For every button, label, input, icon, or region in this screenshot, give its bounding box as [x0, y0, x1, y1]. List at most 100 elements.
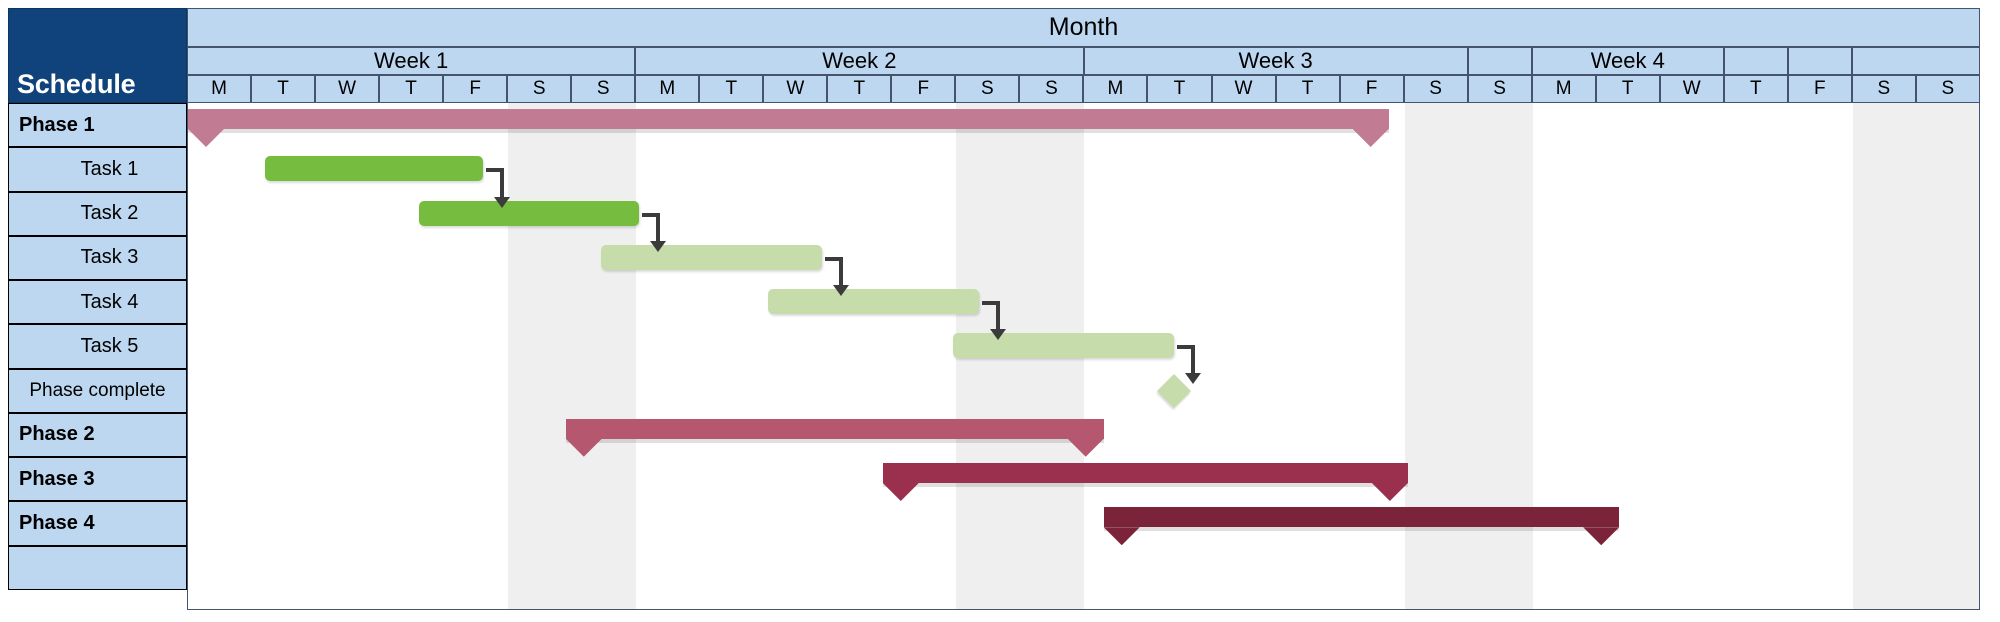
week-header-spacer [1467, 47, 1532, 75]
day-header-cell: T [1723, 75, 1788, 103]
day-header-cell: W [315, 75, 380, 103]
summary-bar-phase-4[interactable] [1103, 507, 1620, 546]
dependency-arrow-horizontal [1177, 345, 1196, 350]
summary-bar-cap-l [1103, 527, 1140, 546]
summary-bar-phase-3[interactable] [882, 463, 1408, 501]
row-label-phase-1: Phase 1 [8, 103, 187, 148]
dependency-arrow-horizontal [981, 301, 1000, 305]
day-header-cell: S [507, 75, 572, 103]
day-header-cell: M [187, 75, 252, 103]
month-header: Month [187, 8, 1980, 47]
weekend-column-shade [1852, 103, 1917, 609]
dependency-arrow-head-icon [832, 285, 849, 296]
day-header-cell: S [1467, 75, 1532, 103]
weekend-column-shade [1916, 103, 1979, 609]
row-label-task-3: Task 3 [8, 235, 187, 280]
dependency-arrow-vertical [995, 301, 1000, 332]
day-header-cell: W [1659, 75, 1724, 103]
day-header-cell: F [1787, 75, 1852, 103]
gantt-row [188, 457, 1979, 501]
day-header-cell: T [827, 75, 892, 103]
day-header-cell: M [1083, 75, 1148, 103]
summary-bar-body [565, 418, 1104, 443]
task-bar-task-1[interactable] [264, 156, 483, 182]
gantt-row [188, 280, 1979, 324]
week-header-spacer [1723, 47, 1788, 75]
week-header-5: Week 4 [1531, 47, 1724, 75]
gantt-row [188, 324, 1979, 368]
day-header-cell: T [1595, 75, 1660, 103]
summary-bar-phase-1[interactable] [188, 109, 1389, 147]
row-label-task-1: Task 1 [8, 147, 187, 192]
week-header-2: Week 2 [635, 47, 1084, 75]
weekend-column-shade [508, 103, 573, 609]
summary-bar-cap-r [1583, 527, 1620, 546]
day-header-cell: T [379, 75, 444, 103]
dependency-arrow-vertical [838, 256, 843, 287]
week-header-3: Week 3 [1083, 47, 1468, 75]
summary-bar-cap-l [882, 483, 919, 501]
summary-bar-body [188, 109, 1389, 133]
row-label-task-2: Task 2 [8, 191, 187, 236]
row-label-phase-3: Phase 3 [8, 457, 187, 502]
row-label-task-4: Task 4 [8, 280, 187, 325]
day-header-cell: W [763, 75, 828, 103]
task-bar-task-4[interactable] [767, 289, 979, 314]
task-bar-task-2[interactable] [418, 200, 640, 226]
row-label-phase-4: Phase 4 [8, 501, 187, 546]
summary-bar-cap-r [1352, 129, 1389, 147]
gantt-row [188, 369, 1979, 413]
dependency-arrow-vertical [1191, 345, 1196, 375]
summary-bar-cap-r [1371, 483, 1408, 501]
day-header-cell: W [1211, 75, 1276, 103]
day-header-cell: F [443, 75, 508, 103]
day-header-cell: M [635, 75, 700, 103]
day-header-cell: S [571, 75, 636, 103]
summary-bar-cap-l [565, 438, 602, 457]
summary-bar-cap-l [188, 129, 224, 147]
dependency-arrow-vertical [499, 168, 504, 199]
summary-bar-phase-2[interactable] [565, 418, 1104, 457]
gantt-row [188, 192, 1979, 236]
dependency-arrow-head-icon [493, 196, 510, 208]
gantt-row [188, 501, 1979, 546]
dependency-arrow-horizontal [485, 168, 504, 173]
schedule-title: Schedule [17, 69, 136, 99]
week-header-1: Week 1 [187, 47, 636, 75]
row-label-blank-row [8, 545, 187, 590]
day-header-cell: T [1275, 75, 1340, 103]
day-header-cell: S [1019, 75, 1084, 103]
dependency-arrow-horizontal [824, 256, 843, 261]
row-label-phase-2: Phase 2 [8, 412, 187, 457]
gantt-row [188, 413, 1979, 457]
task-bar-task-3[interactable] [601, 244, 822, 270]
day-header-cell: T [251, 75, 316, 103]
schedule-corner-header: Schedule [8, 8, 187, 103]
day-header-cell: F [891, 75, 956, 103]
dependency-arrow-vertical [656, 212, 661, 243]
row-label-phase-complete: Phase complete [8, 368, 187, 413]
row-label-task-5: Task 5 [8, 324, 187, 369]
dependency-arrow-head-icon [1185, 372, 1202, 384]
task-bar-task-5[interactable] [953, 333, 1175, 359]
day-header-cell: M [1531, 75, 1596, 103]
gantt-row [188, 103, 1979, 147]
day-header-cell: S [1851, 75, 1916, 103]
day-header-cell: F [1339, 75, 1404, 103]
gantt-plot-area [187, 103, 1980, 610]
dependency-arrow-head-icon [989, 329, 1006, 341]
summary-bar-body [882, 463, 1408, 487]
week-header-spacer [1787, 47, 1852, 75]
weekend-column-shade [572, 103, 637, 609]
gantt-row [188, 147, 1979, 191]
day-header-cell: S [1403, 75, 1468, 103]
dependency-arrow-head-icon [650, 240, 667, 252]
summary-bar-cap-r [1067, 438, 1104, 457]
gantt-row [188, 236, 1979, 280]
dependency-arrow-horizontal [642, 212, 661, 217]
day-header-cell: S [1915, 75, 1980, 103]
